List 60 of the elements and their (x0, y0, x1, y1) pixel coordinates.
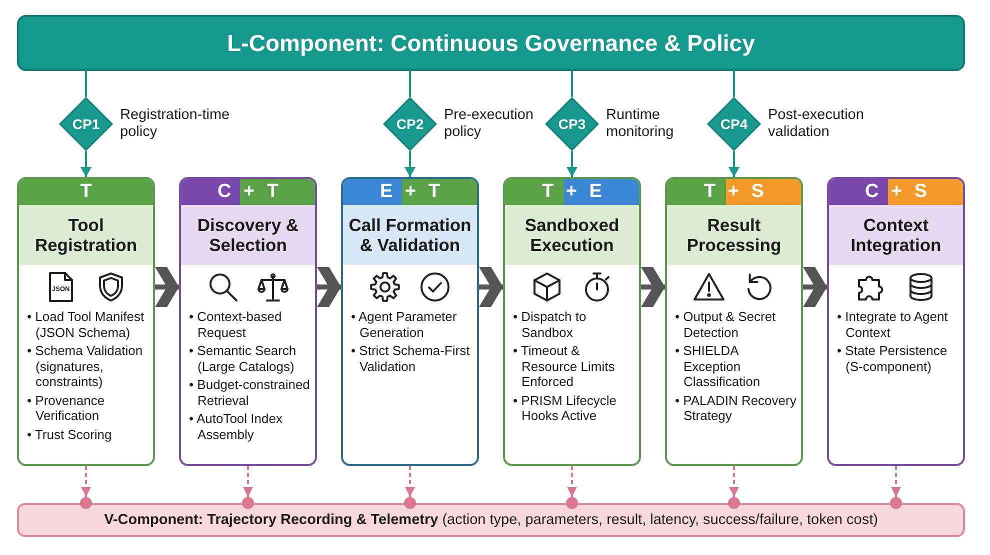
stage-card (179, 177, 317, 466)
connector-line (571, 71, 573, 97)
bullet-item: • Load Tool Manifest (JSON Schema) (27, 309, 146, 340)
bullet-item: • Semantic Search (Large Catalogs) (189, 343, 298, 374)
stage-title: Result Processing (667, 205, 801, 265)
arrow (404, 151, 416, 177)
checkpoint-label: CP1 (72, 116, 100, 132)
category-header: E + T (343, 179, 477, 205)
bullet-item: • Strict Schema-First Validation (351, 343, 471, 374)
dashed-arrow (404, 466, 416, 509)
bullet-item: • Budget-constrained Retrieval (189, 377, 311, 408)
bullet-item: • Timeout & Resource Limits Enforced (513, 343, 616, 390)
dashed-arrow (728, 466, 740, 509)
bullet-item: • PRISM Lifecycle Hooks Active (513, 392, 618, 424)
checkpoint-caption: Pre-execution policy (444, 107, 534, 141)
arrow (80, 151, 92, 177)
stage-title: Context Integration (829, 205, 963, 265)
bullet-item: • PALADIN Recovery Strategy (675, 392, 798, 424)
arrow (566, 151, 578, 177)
bullet-item: • SHIELDA Exception Classification (675, 343, 762, 390)
category-header: C + T (181, 179, 315, 205)
bullet-item: • Output & Secret Detection (675, 309, 777, 340)
stage-card (341, 177, 479, 466)
bullet-item: • AutoTool Index Assembly (189, 411, 284, 442)
category-header: T (19, 179, 153, 205)
bullet-item: • Dispatch to Sandbox (513, 309, 588, 340)
bullet-item: • Schema Validation (signatures, constraints) (27, 343, 144, 390)
connector-line (733, 71, 735, 97)
checkpoint-caption: Runtime monitoring (606, 107, 675, 141)
stage-card (827, 177, 965, 466)
bullet-item: • Trust Scoring (27, 426, 113, 442)
category-header: C + S (829, 179, 963, 205)
category-header: T + S (667, 179, 801, 205)
dashed-arrow (890, 466, 902, 509)
telemetry-banner: V-Component: Trajectory Recording & Telemetry (action type, parameters, result, latency, success/failure, token cost) (17, 503, 965, 537)
stage-title: Sandboxed Execution (505, 205, 639, 265)
stage-card (17, 177, 155, 466)
stage-title: Discovery & Selection (181, 205, 315, 265)
checkpoint-label: CP4 (720, 116, 748, 132)
bullet-item: • State Persistence (S-component) (837, 343, 948, 374)
bullet-item: • Agent Parameter Generation (351, 309, 458, 340)
bullet-item: • Provenance Verification (27, 392, 106, 424)
stage-title: Call Formation & Validation (343, 205, 477, 265)
governance-banner: L-Component: Continuous Governance & Policy (17, 15, 965, 71)
dashed-arrow (566, 466, 578, 509)
checkpoint-label: CP2 (396, 116, 424, 132)
bullet-item: • Integrate to Agent Context (837, 309, 949, 340)
checkpoint-label: CP3 (558, 116, 586, 132)
checkpoint-caption: Registration-time policy (120, 107, 231, 141)
connector-line (85, 71, 87, 97)
stage-title: Tool Registration (19, 205, 153, 265)
arrow (728, 151, 740, 177)
dashed-arrow (242, 466, 254, 509)
dashed-arrow (80, 466, 92, 509)
stage-card (503, 177, 641, 466)
category-header: T + E (505, 179, 639, 205)
stage-card (665, 177, 803, 466)
bullet-item: • Context-based Request (189, 309, 283, 340)
checkpoint-caption: Post-execution validation (768, 107, 865, 141)
connector-line (409, 71, 411, 97)
